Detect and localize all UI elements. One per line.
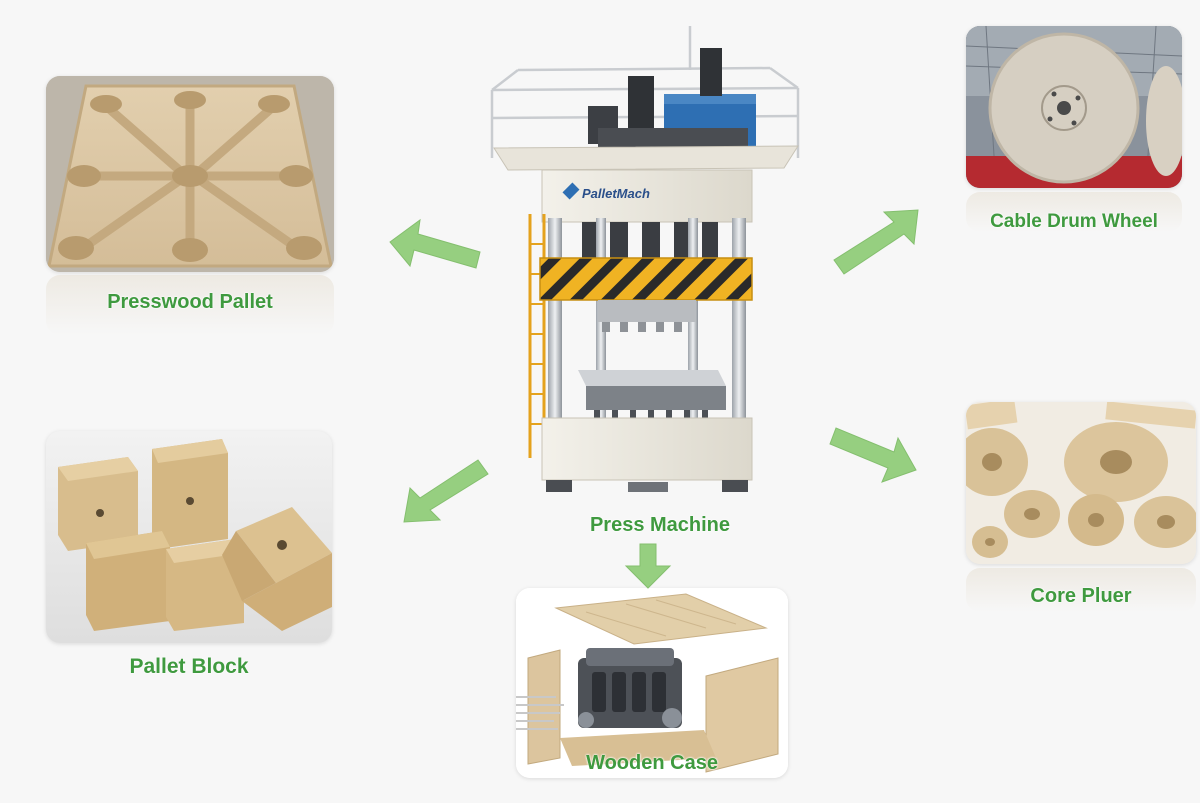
pallet-block-image — [46, 431, 332, 643]
arrow-to-pallet-block — [403, 459, 489, 523]
presswood-pallet-image — [46, 76, 334, 272]
cable-drum-wheel-label: Cable Drum Wheel — [990, 211, 1158, 232]
pallet-block-label: Pallet Block — [129, 655, 249, 678]
arrow-to-cable-drum-wheel — [833, 209, 919, 275]
presswood-pallet-label: Presswood Pallet — [107, 291, 273, 313]
press-machine-label: Press Machine — [589, 514, 731, 536]
brand-logo-text: PalletMach — [582, 186, 650, 201]
arrow-to-presswood-pallet — [389, 218, 481, 269]
arrow-to-core-pluer — [829, 427, 917, 483]
core-pluer-image — [966, 402, 1196, 564]
core-pluer-label: Core Pluer — [1030, 585, 1132, 607]
wooden-case-label: Wooden Case — [586, 752, 718, 774]
cable-drum-wheel-image — [966, 26, 1182, 188]
wooden-case-image — [516, 588, 788, 778]
press-machine-image: PalletMach — [478, 18, 818, 508]
arrow-to-wooden-case — [624, 543, 672, 589]
